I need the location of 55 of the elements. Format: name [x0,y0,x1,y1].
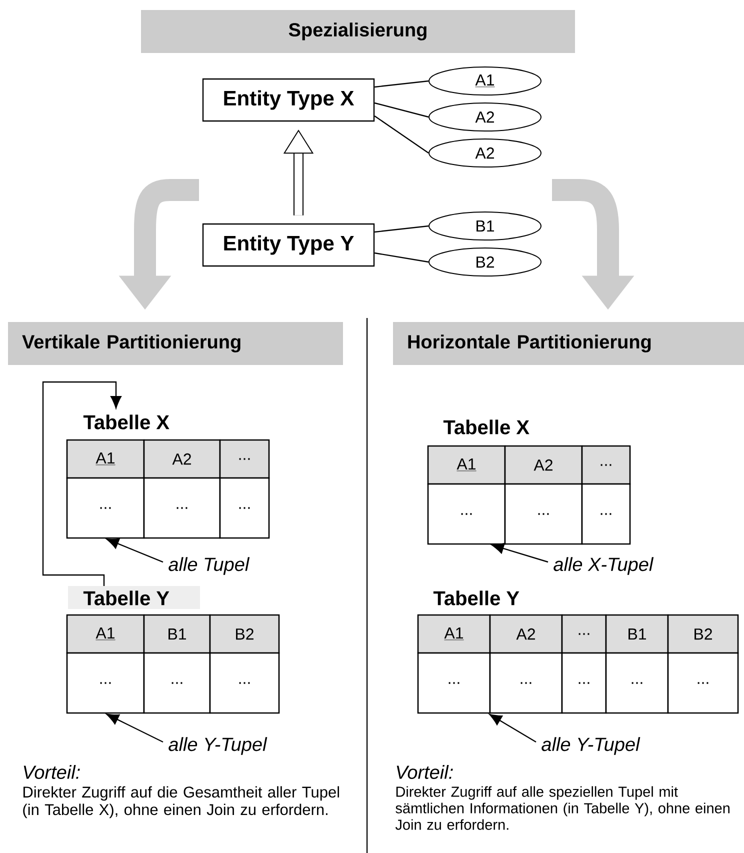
table-cell: ... [66,477,145,539]
table-cell: ... [605,652,669,714]
table-header-cell: B2 [667,614,739,654]
table-header-cell: A1 [417,614,491,654]
table-header-cell: ... [581,445,631,485]
connector-line [374,80,429,88]
table-cell: ... [209,652,280,714]
table-cell: ... [489,652,563,714]
connector-line [374,116,429,154]
table-cell: ... [427,483,506,545]
leader-text: alle X-Tupel [554,557,654,575]
entity-box: Entity Type X [202,78,375,122]
table-cell: ... [667,652,739,714]
section-header: Spezialisierung [141,10,575,53]
table-title: Tabelle X [83,414,170,430]
table-header-cell: A2 [143,439,221,479]
table-header-cell: ... [219,439,270,479]
arrow [42,381,122,586]
table-header-cell: ... [561,614,607,654]
advantage-heading: Vorteil: [396,765,453,779]
leader-line [489,714,536,743]
table-cell: ... [219,477,270,539]
table-header-cell: B1 [143,614,211,654]
connector-line [374,102,429,118]
table-header-cell: A2 [504,445,583,485]
table-header-cell: A1 [66,439,145,479]
table-title: Tabelle Y [433,590,520,606]
table-cell: ... [504,483,583,545]
table-title: Tabelle X [443,420,530,434]
table-cell: ... [561,652,607,714]
advantage-text: Direkter Zugriff auf alle speziellen Tupel mit sämtlichen Informationen (in Tabelle Y), ohne einen Join zu erfordern. [395,786,730,830]
entity-box: Entity Type Y [202,223,375,267]
advantage-text: Direkter Zugriff auf die Gesamtheit aller Tupel (in Tabelle X), ohne einen Join zu erfordern. [23,786,339,818]
table-cell: ... [143,477,221,539]
leader-line [106,714,164,743]
table-header-cell: B1 [605,614,669,654]
table-header-cell: A1 [427,445,506,485]
table-cell: ... [143,652,211,714]
table-cell: ... [581,483,631,545]
leader-text: alle Y-Tupel [168,737,268,755]
section-header: Vertikale Partitionierung [8,322,343,365]
table-cell: ... [66,652,145,714]
section-header: Horizontale Partitionierung [393,322,744,365]
leader-text: alle Tupel [168,557,250,575]
table-title: Tabelle Y [68,586,200,609]
leader-text: alle Y-Tupel [542,737,640,755]
connector-line [374,225,429,233]
connector-line [374,252,429,263]
leader-line [492,543,548,563]
leader-line [106,538,164,563]
advantage-heading: Vorteil: [24,765,80,779]
table-header-cell: A1 [66,614,145,654]
table-cell: ... [417,652,491,714]
table-header-cell: B2 [209,614,280,654]
table-header-cell: A2 [489,614,563,654]
